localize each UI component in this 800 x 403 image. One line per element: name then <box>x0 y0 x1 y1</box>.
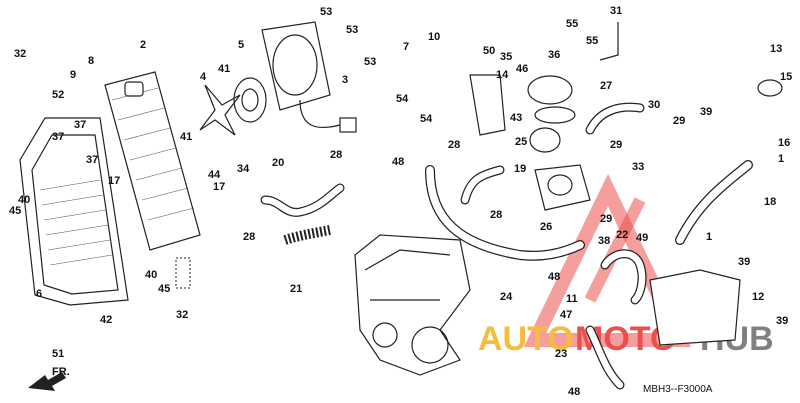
part-callout-44: 44 <box>208 169 221 181</box>
radiator-shroud <box>19 117 129 306</box>
engine-block <box>354 234 471 376</box>
part-callout-48: 48 <box>392 156 404 168</box>
part-callout-39: 39 <box>700 106 712 118</box>
watermark-auto: AUTO <box>478 320 574 358</box>
part-callout-19: 19 <box>514 163 526 175</box>
part-callout-16: 16 <box>778 137 790 149</box>
part-callout-1: 1 <box>778 153 784 165</box>
part-callout-32: 32 <box>14 48 26 60</box>
front-arrow <box>28 372 66 391</box>
part-callout-53: 53 <box>320 6 332 18</box>
part-callout-29: 29 <box>600 213 612 225</box>
part-callout-55: 55 <box>566 18 578 30</box>
part-callout-17: 17 <box>213 181 225 193</box>
part-callout-29: 29 <box>673 115 685 127</box>
fan-wire <box>299 99 341 129</box>
part-callout-50: 50 <box>483 45 495 57</box>
part-callout-9: 9 <box>70 69 76 81</box>
part-callout-53: 53 <box>364 56 376 68</box>
part-callout-39: 39 <box>738 256 750 268</box>
reservoir-tank <box>649 79 783 346</box>
part-callout-2: 2 <box>140 39 146 51</box>
part-callout-40: 40 <box>18 194 30 206</box>
radiator-core <box>104 71 201 251</box>
part-callout-12: 12 <box>752 291 764 303</box>
part-callout-51: 51 <box>52 348 64 360</box>
front-label: FR. <box>52 366 70 378</box>
part-callout-30: 30 <box>648 99 660 111</box>
part-callout-20: 20 <box>272 157 284 169</box>
part-callout-36: 36 <box>548 49 560 61</box>
part-callout-28: 28 <box>490 209 502 221</box>
part-callout-48: 48 <box>548 271 560 283</box>
part-callout-21: 21 <box>290 283 302 295</box>
part-callout-28: 28 <box>330 149 342 161</box>
part-callout-28: 28 <box>243 231 255 243</box>
part-callout-52: 52 <box>52 89 64 101</box>
part-callout-42: 42 <box>100 314 112 326</box>
rod-31 <box>599 22 619 61</box>
part-callout-10: 10 <box>428 31 440 43</box>
part-callout-37: 37 <box>52 131 64 143</box>
part-callout-54: 54 <box>420 113 433 125</box>
part-callout-38: 38 <box>598 235 610 247</box>
part-callout-11: 11 <box>566 293 578 305</box>
part-callout-41: 41 <box>218 63 230 75</box>
part-callout-26: 26 <box>540 221 552 233</box>
part-callout-37: 37 <box>74 119 86 131</box>
part-callout-14: 14 <box>496 69 509 81</box>
part-callout-5: 5 <box>238 39 244 51</box>
part-callout-48: 48 <box>568 386 580 398</box>
part-callout-17: 17 <box>108 175 120 187</box>
part-callout-3: 3 <box>342 74 348 86</box>
part-callout-39: 39 <box>776 315 788 327</box>
part-callout-7: 7 <box>403 41 409 53</box>
part-callout-24: 24 <box>500 291 513 303</box>
part-callout-34: 34 <box>237 163 250 175</box>
part-callout-22: 22 <box>616 229 628 241</box>
part-callout-32: 32 <box>176 309 188 321</box>
part-callout-18: 18 <box>764 196 776 208</box>
part-callout-45: 45 <box>158 283 170 295</box>
part-callout-53: 53 <box>346 24 358 36</box>
part-callout-8: 8 <box>88 55 94 67</box>
part-callout-33: 33 <box>632 161 644 173</box>
part-callout-45: 45 <box>9 205 21 217</box>
part-callout-1: 1 <box>706 231 712 243</box>
part-callout-41: 41 <box>180 131 192 143</box>
spring-32 <box>175 257 191 289</box>
part-callout-55: 55 <box>586 35 598 47</box>
fan-motor <box>233 77 267 123</box>
part-callout-6: 6 <box>36 288 42 300</box>
spring-hose-21 <box>283 225 331 245</box>
part-callout-43: 43 <box>510 112 522 124</box>
fan-blade <box>199 84 241 136</box>
part-callout-49: 49 <box>636 232 648 244</box>
part-callout-35: 35 <box>500 51 512 63</box>
part-callout-13: 13 <box>770 43 782 55</box>
fan-connector <box>339 117 357 133</box>
part-callout-25: 25 <box>515 136 527 148</box>
part-callout-40: 40 <box>145 269 157 281</box>
part-callout-27: 27 <box>600 80 612 92</box>
thermostat-housing <box>469 74 591 211</box>
part-callout-46: 46 <box>516 63 528 75</box>
part-callout-4: 4 <box>200 71 207 83</box>
part-callout-47: 47 <box>560 309 572 321</box>
part-callout-54: 54 <box>396 93 409 105</box>
part-callout-28: 28 <box>448 139 460 151</box>
part-callout-37: 37 <box>86 154 98 166</box>
part-callout-15: 15 <box>780 71 792 83</box>
part-callout-23: 23 <box>555 348 567 360</box>
part-callout-29: 29 <box>610 139 622 151</box>
diagram-code: MBH3--F3000A <box>643 384 713 395</box>
fan-shroud <box>261 21 331 111</box>
part-callout-31: 31 <box>610 5 622 17</box>
